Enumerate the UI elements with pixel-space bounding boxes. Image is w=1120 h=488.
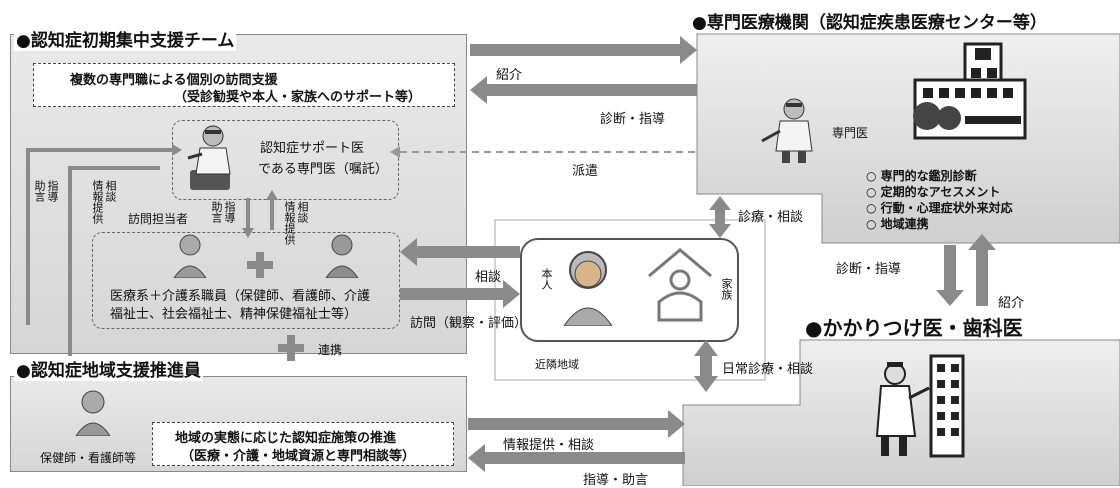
left-vert-consult: 相談 [104, 180, 117, 202]
staff-line2: 福祉士、社会福祉士、精神保健福祉士等） [110, 307, 358, 322]
specialist-title: ●専門医療機関（認知症疾患医療センター等） [692, 13, 1047, 33]
left-vert-advice: 助言 [33, 180, 46, 202]
info-consult-label: 情報提供・相談 [503, 438, 595, 453]
elderly-person-icon [558, 246, 618, 327]
staff-line1: 医療系＋介護系職員（保健師、看護師、介護 [110, 289, 371, 304]
hospital-icon [905, 42, 1035, 142]
team-summary-line2: （受診勧奨や本人・家族へのサポート等） [174, 90, 422, 105]
daily-care-label: 日常診療・相談 [722, 362, 814, 377]
gp-doctor-icon [865, 352, 975, 462]
home-family-label: 家族 [720, 278, 733, 300]
specialist-bullet: ○ 定期的なアセスメント [866, 185, 1001, 199]
left-vert-info: 情報提供 [91, 180, 104, 224]
specialist-bullets: ○ 専門的な鑑別診断 ○ 定期的なアセスメント ○ 行動・心理症状外来対応 ○ … [866, 168, 1013, 232]
dispatch-label: 派遣 [572, 164, 599, 179]
visit-label: 訪問（観察・評価） [410, 316, 528, 331]
neighborhood-label: 近隣地域 [535, 358, 579, 371]
cooperation-label: 連携 [318, 343, 343, 357]
mid-vert-info: 情報提供 [283, 201, 296, 245]
mid-vert-guidance: 指導 [223, 201, 236, 223]
specialist-bullet: ○ 地域連携 [866, 217, 929, 231]
specialist-bullet: ○ 行動・心理症状外来対応 [866, 201, 1013, 215]
promoter-summary-line2: （医療・介護・地域資源と専門相談等） [181, 449, 416, 464]
support-doctor-line2: である専門医（嘱託） [258, 162, 388, 177]
mid-vert-consult: 相談 [296, 201, 309, 223]
team-title: ●認知症初期集中支援チーム [14, 26, 237, 51]
team-summary-line1: 複数の専門職による個別の訪問支援 [70, 73, 278, 88]
support-doctor-icon [180, 122, 250, 194]
support-doctor-box [172, 120, 399, 200]
guidance-advice-label: 指導・助言 [583, 473, 649, 488]
promoter-person-icon [72, 388, 114, 437]
care-consult-label: 診療・相談 [738, 210, 804, 225]
caregiver-person-icon [322, 232, 362, 279]
cooperation-plus-icon [278, 335, 304, 361]
referral-top-label: 紹介 [496, 68, 523, 83]
specialist-bullet: ○ 専門的な鑑別診断 [866, 169, 977, 183]
specialist-doctor-label: 専門医 [832, 126, 869, 140]
home-person-label: 本人 [540, 268, 553, 290]
left-vert-guidance: 指導 [46, 180, 59, 202]
family-house-icon [645, 246, 715, 324]
team-summary-box: 複数の専門職による個別の訪問支援 （受診勧奨や本人・家族へのサポート等） [33, 63, 455, 107]
promoter-summary-line1: 地域の実態に応じた認知症施策の推進 [175, 431, 397, 446]
mid-vert-advice: 助言 [210, 201, 223, 223]
promoter-title: ●認知症地域支援推進員 [14, 356, 203, 381]
visitor-label: 訪問担当者 [128, 212, 189, 226]
support-doctor-line1: 認知症サポート医 [260, 141, 365, 156]
home-rounded-box [520, 238, 739, 342]
diagnosis-guidance-top-label: 診断・指導 [600, 112, 666, 127]
promoter-person-label: 保健師・看護師等 [40, 451, 137, 465]
referral-right-label: 紹介 [998, 296, 1025, 311]
promoter-summary-box: 地域の実態に応じた認知症施策の推進 （医療・介護・地域資源と専門相談等） [152, 422, 454, 466]
plus-icon [247, 252, 273, 278]
gp-title: ●かかりつけ医・歯科医 [805, 316, 1023, 340]
specialist-doctor-icon [760, 95, 830, 165]
consult-label: 相談 [475, 270, 502, 285]
nurse-person-icon [170, 232, 210, 279]
diagnosis-guidance-right-label: 診断・指導 [836, 262, 902, 277]
